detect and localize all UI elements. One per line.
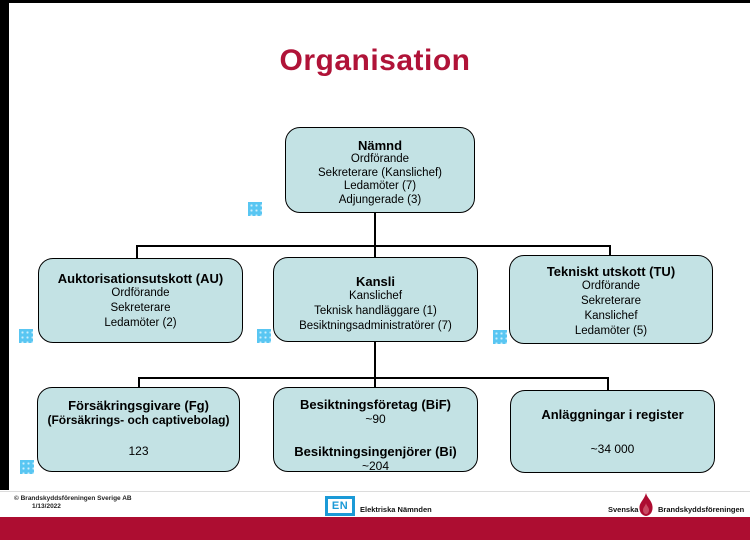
connector-row2-horizontal (136, 245, 611, 247)
box-line: Teknisk handläggare (1) (314, 305, 437, 317)
animation-marker-icon (493, 330, 507, 344)
box-line: Ordförande (581, 280, 641, 292)
box-line: Ordförande (111, 287, 170, 299)
box-value: ~90 (365, 412, 386, 426)
box-value: ~204 (361, 459, 390, 473)
box-line: Adjungerade (3) (338, 193, 422, 206)
box-line: Sekreterare (110, 302, 171, 314)
connector-kansli-down (374, 342, 376, 388)
box-title: Besiktningsföretag (BiF) (300, 397, 451, 412)
slide-left-border (0, 0, 9, 490)
slide-date: 1/13/2022 (32, 503, 61, 510)
box-title: Nämnd (357, 138, 403, 153)
box-line: Kanslichef (348, 290, 403, 302)
connector-namnd-down (374, 212, 376, 246)
org-box-kansli: Kansli Kanslichef Teknisk handläggare (1… (273, 257, 478, 342)
org-box-auktorisationsutskott: Auktorisationsutskott (AU) Ordförande Se… (38, 258, 243, 343)
copyright-line: © Brandskyddsföreningen Sverige AB (14, 495, 132, 502)
flame-icon (637, 493, 655, 522)
connector-drop-tu (609, 245, 611, 255)
copyright-note: © Brandskyddsföreningen Sverige AB 1/13/… (14, 495, 132, 511)
box-line: Sekreterare (580, 295, 642, 307)
sbf-label-brandskyddsforeningen: Brandskyddsföreningen (658, 505, 745, 514)
connector-drop-au (136, 245, 138, 258)
org-box-tekniskt-utskott: Tekniskt utskott (TU) Ordförande Sekrete… (509, 255, 713, 344)
connector-drop-fg (138, 377, 140, 387)
sbf-label-svenska: Svenska (608, 505, 639, 514)
box-title: Besiktningsingenjörer (Bi) (294, 444, 457, 459)
org-box-namnd: Nämnd Ordförande Sekreterare (Kanslichef… (285, 127, 475, 213)
animation-marker-icon (19, 329, 33, 343)
page-title: Organisation (279, 44, 471, 77)
box-subtitle: (Försäkrings- och captivebolag) (47, 413, 230, 427)
box-line: Ledamöter (2) (104, 317, 177, 329)
box-title: Auktorisationsutskott (AU) (57, 271, 224, 286)
animation-marker-icon (257, 329, 271, 343)
slide-top-border (0, 0, 750, 3)
animation-marker-icon (20, 460, 34, 474)
elektriska-namnden-logo-icon: EN (325, 496, 355, 516)
box-title: Tekniskt utskott (TU) (546, 264, 676, 279)
connector-drop-register (607, 377, 609, 390)
box-value: 123 (128, 444, 149, 458)
box-title: Kansli (355, 274, 395, 289)
box-line: Sekreterare (Kanslichef) (318, 166, 442, 179)
org-box-besiktningsforetag: Besiktningsföretag (BiF) ~90 Besiktnings… (273, 387, 478, 473)
animation-marker-icon (248, 202, 262, 216)
box-title: Anläggningar i register (541, 407, 684, 422)
connector-row3-horizontal (138, 377, 609, 379)
box-line: Besiktningsadministratörer (7) (299, 320, 452, 332)
box-line: Kanslichef (584, 310, 638, 322)
box-line: Ledamöter (5) (574, 325, 648, 337)
box-title: Försäkringsgivare (Fg) (68, 398, 209, 413)
box-line: Ledamöter (7) (343, 180, 417, 192)
connector-drop-kansli (374, 245, 376, 257)
bottom-red-band (0, 517, 750, 540)
box-value: ~34 000 (590, 442, 635, 456)
box-line: Ordförande (350, 153, 410, 165)
org-box-forsakringsgivare: Försäkringsgivare (Fg) (Försäkrings- och… (37, 387, 240, 472)
elektriska-namnden-label: Elektriska Nämnden (360, 505, 432, 514)
footer-divider (0, 491, 750, 492)
org-box-anlaggningar-register: Anläggningar i register ~34 000 (510, 390, 715, 473)
